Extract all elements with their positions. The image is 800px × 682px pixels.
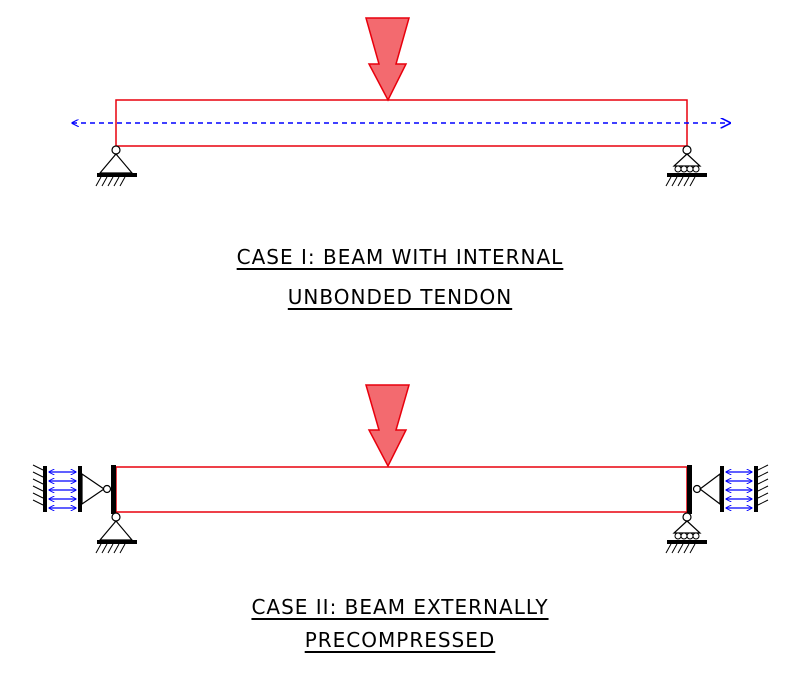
case2-end-plate-right [687,465,692,514]
case2-caption-line1: CASE II: BEAM EXTERNALLY [251,595,549,619]
case2-beam [115,466,688,513]
case2-prestress-device-right [692,464,769,512]
case2-diagram [32,384,769,554]
case2-caption-line2: PRECOMPRESSED [304,628,496,652]
case2-pin-support-left [95,512,137,554]
case2-end-plate-left [111,465,116,514]
case1-caption-line1: CASE I: BEAM WITH INTERNAL [236,245,564,269]
case1-diagram [72,17,730,187]
case2-roller-support-right [665,512,707,554]
case2-prestress-device-left [32,464,112,512]
case1-load-arrow [365,17,410,102]
case2-load-arrow [365,384,410,468]
case1-caption-line2: UNBONDED TENDON [287,285,513,309]
case1-roller-support-right [665,145,707,187]
case1-pin-support-left [95,145,137,187]
